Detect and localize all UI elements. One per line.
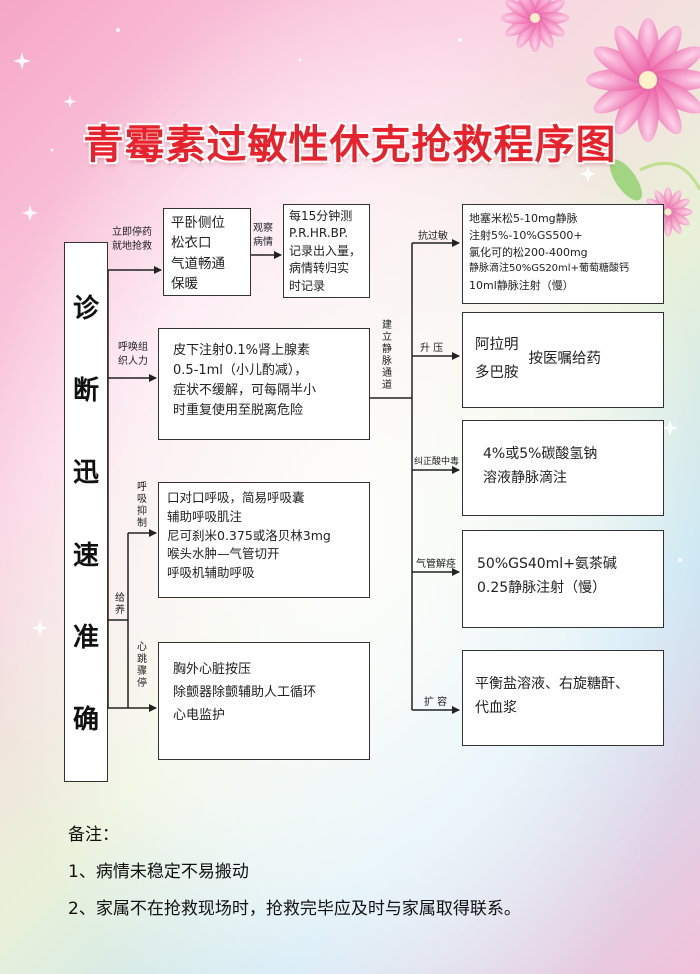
diagnosis-column: 诊 断 迅 速 准 确 (64, 242, 108, 782)
label-oxygen: 给 养 (115, 593, 125, 616)
label-nurse-group: 呼唤组 织人力 (118, 342, 148, 367)
label-resp-suppression: 呼 吸 抑 制 (137, 482, 147, 529)
notes-heading: 备注： (68, 825, 119, 845)
label-observe: 观察 病情 (253, 223, 273, 248)
label-acidosis: 纠正酸中毒 (414, 457, 460, 467)
box-position: 平卧侧位 松衣口 气道畅通 保暖 (163, 208, 251, 296)
label-anti-allergy: 抗过敏 (418, 231, 448, 242)
note-item: 2、家属不在抢救现场时，抢救完毕应及时与家属取得联系。 (68, 899, 521, 919)
diagnosis-char: 诊 (72, 294, 99, 325)
box-monitor: 每15分钟测 P.R.HR.BP. 记录出入量， 病情转归实 时记录 (283, 204, 370, 298)
box-bronchospasm: 50%GS40ml+氨茶碱 0.25静脉注射（慢） (462, 530, 664, 628)
box-respiration: 口对口呼吸，简易呼吸囊 辅助呼吸肌注 尼可刹米0.375或洛贝林3mg 喉头水肿… (158, 482, 370, 598)
box-volume: 平衡盐溶液、右旋糖酐、 代血浆 (462, 650, 664, 746)
page-title: 青霉素过敏性休克抢救程序图 (83, 122, 617, 168)
label-iv-access: 建 立 静 脉 通 道 (382, 320, 392, 391)
box-cpr: 胸外心脏按压 除颤器除颤辅助人工循环 心电监护 (158, 642, 370, 760)
box-anti-allergy: 地塞米松5-10mg静脉 注射5%-10%GS500+ 氯化可的松200-400… (462, 204, 664, 304)
diagnosis-char: 断 (72, 376, 99, 407)
diagnosis-char: 速 (72, 540, 99, 571)
label-volume: 扩 容 (424, 697, 448, 708)
diagnosis-char: 确 (72, 704, 99, 735)
box-acidosis: 4%或5%碳酸氢钠 溶液静脉滴注 (462, 420, 664, 516)
note-item: 1、病情未稳定不易搬动 (68, 862, 249, 882)
diagnosis-char: 迅 (72, 458, 99, 489)
diagnosis-char: 准 (72, 622, 99, 653)
label-bronchospasm: 气管解痉 (416, 559, 456, 570)
label-raise-pressure: 升 压 (420, 343, 444, 354)
label-emergency: 立即停药 就地抢救 (112, 227, 152, 252)
box-adrenaline: 皮下注射0.1%肾上腺素 0.5-1ml（小儿酌减）， 症状不缓解，可每隔半小 … (158, 328, 370, 440)
label-cardiac-arrest: 心 跳 骤 停 (137, 642, 147, 689)
box-raise-pressure: 阿拉明 多巴胺 按医嘱给药 (462, 312, 664, 408)
